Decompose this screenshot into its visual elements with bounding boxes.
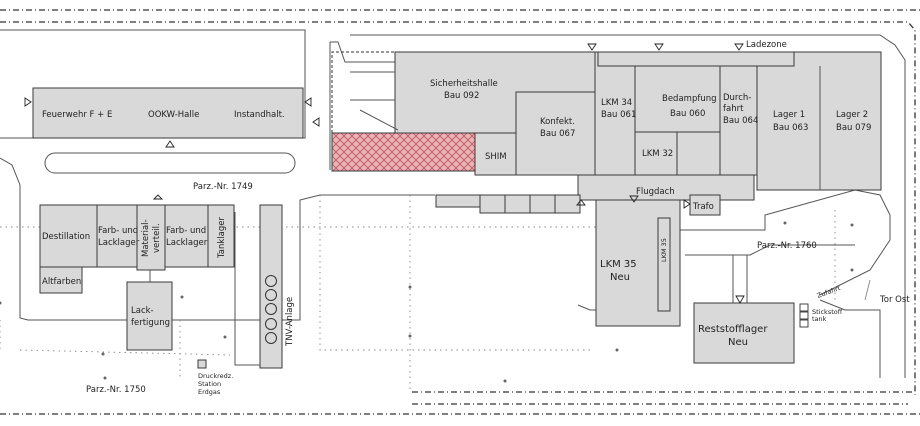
label-tanklager: Tanklager: [217, 217, 227, 259]
label-farb1-2: Lacklager: [98, 238, 140, 248]
label-zufahrt: Zufahrt: [816, 284, 842, 300]
label-flugdach: Flugdach: [636, 187, 675, 197]
label-durchfahrt-3: Bau 064: [723, 116, 758, 126]
label-durchfahrt-2: fahrt: [723, 104, 744, 114]
label-stickstoff-2: tank: [812, 315, 827, 323]
label-parz-1750: Parz.-Nr. 1750: [86, 385, 146, 395]
label-lkm34-2: Bau 061: [601, 110, 636, 120]
storage-cluster: Destillation Farb- und Lacklager Materia…: [39, 204, 295, 396]
label-reststofflager-2: Neu: [728, 337, 748, 348]
label-tnv-anlage: TNV-Anlage: [285, 297, 295, 347]
label-konfekt-2: Bau 067: [540, 129, 575, 139]
label-farb2-1: Farb- und: [166, 226, 206, 236]
label-konfekt-1: Konfekt.: [540, 117, 575, 127]
label-lager2-2: Bau 079: [836, 123, 871, 133]
label-druckredz-3: Erdgas: [198, 388, 221, 396]
label-lkm35-small: LKM 35: [660, 238, 668, 262]
survey-points: [0, 221, 854, 383]
label-instandhalt: Instandhalt.: [234, 110, 285, 120]
label-sicherheitshalle-2: Bau 092: [444, 91, 479, 101]
label-lackfertigung-1: Lack-: [131, 306, 154, 316]
dashed-outline: [331, 51, 395, 133]
label-materialverteil-1: Material-: [141, 219, 151, 257]
label-parz-1749: Parz.-Nr. 1749: [193, 182, 253, 192]
entrance-markers: [24, 43, 745, 304]
reststofflager-neu: Reststofflager Neu Stickstoff tank Zufah…: [693, 255, 910, 364]
label-altfarben: Altfarben: [42, 277, 81, 287]
label-lager1-1: Lager 1: [773, 110, 805, 120]
label-lkm35-1: LKM 35: [600, 259, 637, 270]
label-feuerwehr: Feuerwehr F + E: [42, 110, 112, 120]
label-farb1-1: Farb- und: [98, 226, 138, 236]
lkm35-neu: LKM 35 Neu LKM 35: [595, 199, 681, 327]
label-lkm32: LKM 32: [642, 149, 673, 159]
label-druckredz-1: Druckredz.: [198, 372, 233, 380]
label-druckredz-2: Station: [198, 380, 221, 388]
label-ookw-halle: OOKW-Halle: [148, 110, 199, 120]
building-row-west: Feuerwehr F + E OOKW-Halle Instandhalt.: [32, 87, 304, 139]
label-destillation: Destillation: [42, 232, 90, 242]
label-farb2-2: Lacklager: [166, 238, 208, 248]
label-materialverteil-2: verteil.: [152, 223, 162, 253]
label-lackfertigung-2: fertigung: [131, 318, 170, 328]
label-stickstoff-1: Stickstoff: [812, 308, 843, 316]
label-tor-ost: Tor Ost: [879, 295, 910, 305]
main-complex: Sicherheitshalle Bau 092 Konfekt. Bau 06…: [350, 40, 882, 216]
label-lager1-2: Bau 063: [773, 123, 808, 133]
label-bedampfung-2: Bau 060: [670, 109, 705, 119]
label-lkm34-1: LKM 34: [601, 98, 632, 108]
property-boundaries: [0, 9, 920, 415]
label-lager2-1: Lager 2: [836, 110, 868, 120]
label-reststofflager-1: Reststofflager: [698, 324, 768, 335]
label-bedampfung-1: Bedampfung: [662, 94, 717, 104]
label-durchfahrt-1: Durch-: [723, 93, 751, 103]
label-ladezone: Ladezone: [746, 40, 787, 50]
label-sicherheitshalle-1: Sicherheitshalle: [430, 79, 498, 89]
label-lkm35-2: Neu: [610, 272, 630, 283]
hatched-area: [331, 132, 476, 172]
label-shim: SHIM: [485, 152, 507, 162]
label-trafo: Trafo: [692, 202, 714, 212]
label-parz-1760: Parz.-Nr. 1760: [757, 241, 817, 251]
